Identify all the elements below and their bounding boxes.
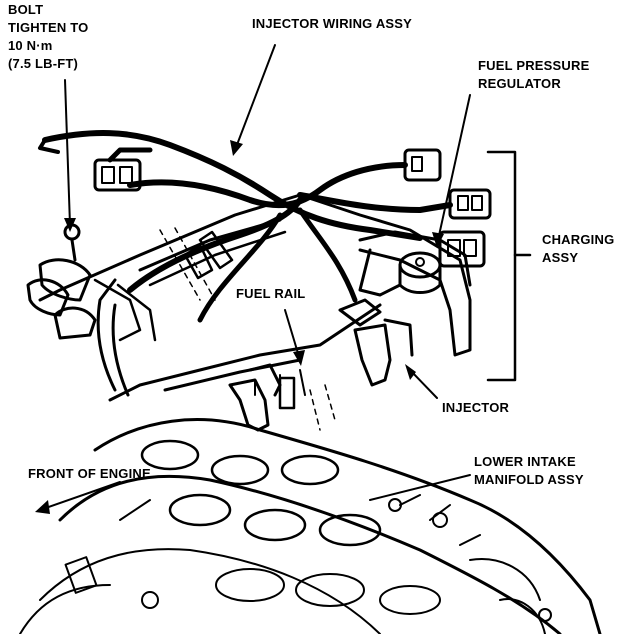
bolt-label-line2: TIGHTEN TO [8,20,89,35]
front-of-engine-label: FRONT OF ENGINE [28,466,151,481]
injectors-front [228,298,414,432]
charging-label-line1: CHARGING [542,232,615,247]
fuel-pressure-label-line2: REGULATOR [478,76,561,91]
bolt-label-line3: 10 N·m [8,38,53,53]
hidden-lines [159,227,336,431]
lower-intake-label-line2: MANIFOLD ASSY [474,472,584,487]
fuel-pressure-regulator [358,230,472,297]
injector-wiring-label: INJECTOR WIRING ASSY [252,16,413,31]
fuel-rail-label: FUEL RAIL [236,286,306,301]
bolt-label-line4: (7.5 LB-FT) [8,56,79,71]
fuel-pressure-label-line1: FUEL PRESSURE [478,58,590,73]
leader-lines [35,44,532,514]
injector-label: INJECTOR [442,400,510,415]
charging-label-line2: ASSY [542,250,579,265]
bolt-label-line1: BOLT [8,2,44,17]
lower-intake-label-line1: LOWER INTAKE [474,454,576,469]
injector-wiring-harness [38,130,492,323]
lower-intake-manifold [19,418,602,634]
